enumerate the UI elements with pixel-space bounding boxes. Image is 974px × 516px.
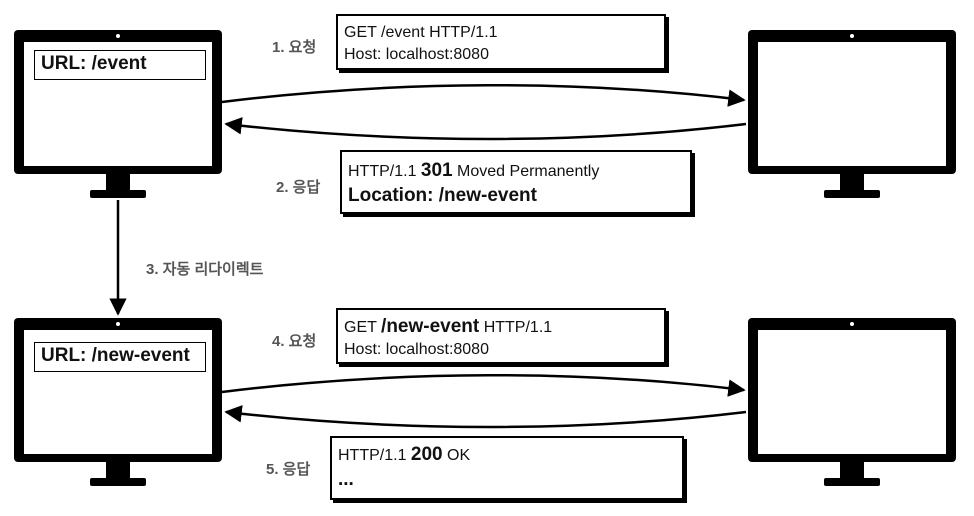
status-line: HTTP/1.1 200 OK (338, 444, 682, 467)
method: GET (344, 319, 382, 336)
monitor-stand (90, 478, 146, 486)
status-text: OK (442, 447, 471, 464)
camera-dot (116, 322, 120, 326)
status-code: 200 (410, 444, 443, 465)
camera-dot (116, 34, 120, 38)
http-response-message-2: HTTP/1.1 301 Moved Permanently Location:… (340, 150, 692, 214)
step-label-response-5: 5. 응답 (266, 461, 311, 478)
protocol-version: HTTP/1.1 (348, 163, 421, 180)
request-line: GET /event HTTP/1.1 (344, 24, 498, 41)
status-text: Moved Permanently (452, 163, 600, 180)
monitor-screen (758, 42, 946, 166)
response-arrow-2 (224, 117, 747, 141)
host-header: Host: localhost:8080 (344, 46, 489, 63)
host-header: Host: localhost:8080 (344, 341, 489, 358)
response-arrow-5 (224, 405, 747, 429)
protocol-version: HTTP/1.1 (479, 319, 553, 336)
url-bar: URL: /event (34, 50, 206, 80)
step-label-response-2: 2. 응답 (276, 179, 321, 196)
monitor-neck (106, 462, 130, 478)
ellipsis-body: ... (338, 469, 354, 490)
server-computer-bottom (748, 318, 956, 486)
step-label-redirect-3: 3. 자동 리다이렉트 (146, 261, 264, 278)
status-line: HTTP/1.1 301 Moved Permanently (348, 160, 690, 183)
status-code: 301 (420, 160, 453, 181)
step-label-request-1: 1. 요청 (272, 39, 317, 56)
http-request-message-1: GET /event HTTP/1.1 Host: localhost:8080 (336, 14, 666, 70)
monitor-neck (840, 462, 864, 478)
client-computer-top: URL: /event (14, 30, 222, 198)
request-path: /new-event (381, 316, 480, 337)
request-arrow-1 (221, 83, 746, 107)
monitor-screen (758, 330, 946, 454)
http-request-message-4: GET /new-event HTTP/1.1 Host: localhost:… (336, 308, 666, 364)
camera-dot (850, 322, 854, 326)
client-computer-bottom: URL: /new-event (14, 318, 222, 486)
request-arrow-4 (221, 373, 746, 397)
location-header: Location: /new-event (348, 185, 537, 206)
request-line: GET /new-event HTTP/1.1 (344, 316, 664, 339)
monitor-stand (824, 190, 880, 198)
http-response-message-5: HTTP/1.1 200 OK ... (330, 436, 684, 500)
step-label-request-4: 4. 요청 (272, 333, 317, 350)
protocol-version: HTTP/1.1 (338, 447, 411, 464)
server-computer-top (748, 30, 956, 198)
monitor-neck (106, 174, 130, 190)
monitor-stand (824, 478, 880, 486)
monitor-neck (840, 174, 864, 190)
monitor-stand (90, 190, 146, 198)
url-bar: URL: /new-event (34, 342, 206, 372)
camera-dot (850, 34, 854, 38)
